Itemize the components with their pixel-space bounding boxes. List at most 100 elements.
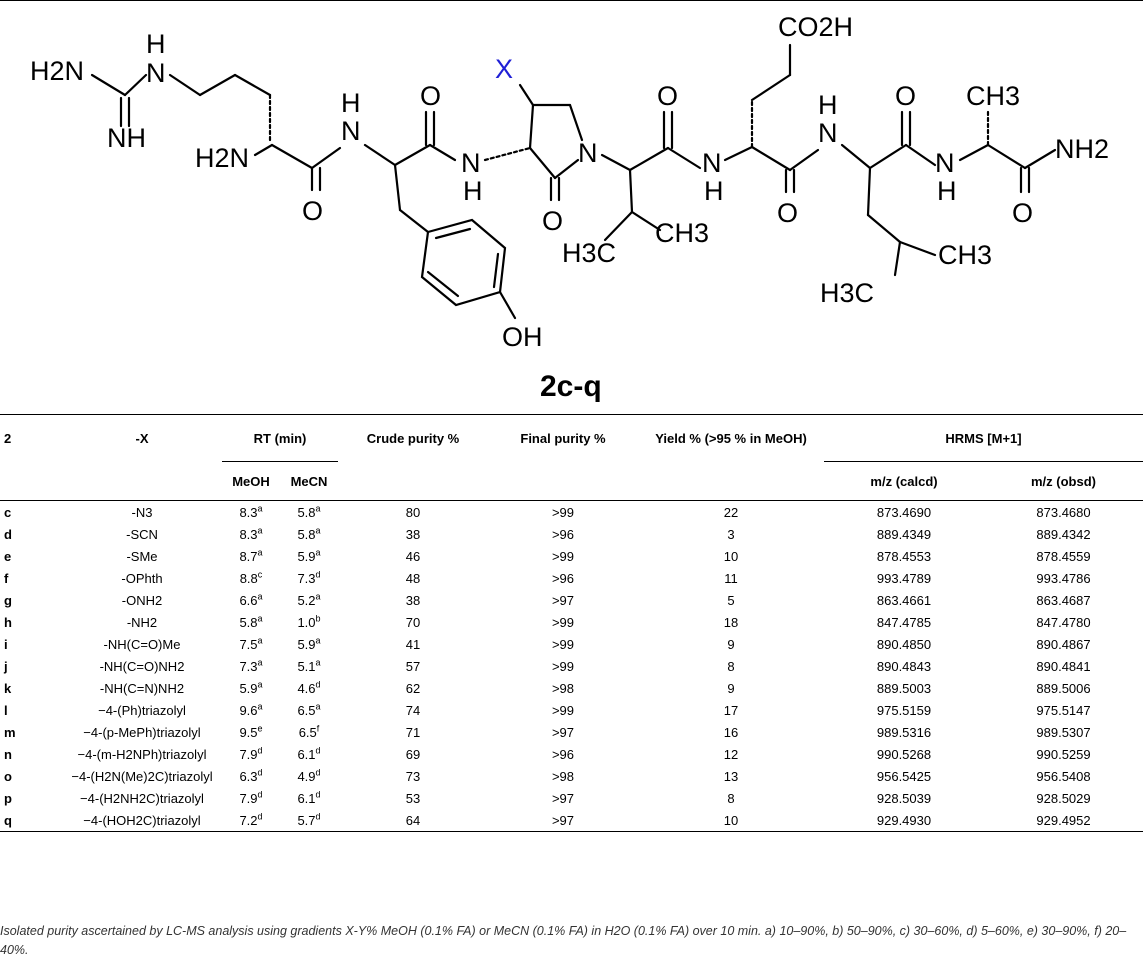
compound-id-cell-value: q [4, 812, 12, 828]
mz-obsd-cell: 993.4786 [984, 567, 1143, 589]
mz-obsd-cell-value: 990.5259 [1036, 746, 1091, 762]
mz-obsd-cell-value: 873.4680 [1036, 504, 1091, 520]
final-purity-cell: >99 [488, 501, 638, 524]
compound-id-cell: c [0, 501, 62, 524]
substituent-cell-value: -OPhth [121, 570, 163, 586]
amide-n1-label: N [341, 116, 361, 146]
compound-id-cell-value: m [4, 724, 16, 740]
compound-id-cell-value: o [4, 768, 12, 784]
compound-id-cell: p [0, 787, 62, 809]
footnote-marker: a [315, 701, 321, 712]
footnote-marker: a [257, 635, 263, 646]
crude-purity-cell-value: 80 [405, 504, 421, 520]
compound-id-cell-value: p [4, 790, 12, 806]
substituent-cell-value: -SMe [126, 548, 158, 564]
mz-calcd-cell: 847.4785 [824, 611, 984, 633]
mz-obsd-cell: 890.4867 [984, 633, 1143, 655]
o1-label: O [302, 196, 323, 226]
final-purity-cell-value: >96 [551, 526, 575, 542]
mz-calcd-cell: 989.5316 [824, 721, 984, 743]
mz-obsd-cell-value: 928.5029 [1036, 790, 1091, 806]
compound-id-cell: m [0, 721, 62, 743]
compound-id-cell: h [0, 611, 62, 633]
yield-cell: 11 [638, 567, 824, 589]
footnote-marker: a [257, 525, 263, 536]
final-purity-cell: >97 [488, 589, 638, 611]
top-rule [0, 0, 1143, 1]
amide-h3-label: H [704, 176, 724, 206]
chemical-structure: H2N N H NH H2N O N H O OH N H X N O [30, 12, 1109, 403]
results-table-wrapper: 2 -X RT (min) Crude purity % Final purit… [0, 414, 1143, 832]
compound-id-cell: g [0, 589, 62, 611]
compound-id-cell-value: c [4, 504, 12, 520]
yield-cell: 13 [638, 765, 824, 787]
substituent-cell-value: −4-(HOH2C)triazolyl [83, 812, 201, 828]
rt-meoh-cell-value: 6.6 [239, 592, 258, 608]
mz-calcd-cell-value: 889.5003 [876, 680, 932, 696]
crude-purity-cell-value: 41 [405, 636, 421, 652]
rt-mecn-cell-value: 6.1 [297, 746, 316, 762]
crude-purity-cell-value: 46 [405, 548, 421, 564]
mz-calcd-cell: 890.4843 [824, 655, 984, 677]
mz-calcd-cell: 928.5039 [824, 787, 984, 809]
mz-obsd-cell-value: 863.4687 [1036, 592, 1091, 608]
yield-cell: 10 [638, 545, 824, 567]
crude-purity-cell-value: 64 [405, 812, 421, 828]
compound-id-cell-value: g [4, 592, 12, 608]
final-purity-cell: >97 [488, 809, 638, 832]
mz-calcd-cell-value: 929.4930 [876, 812, 932, 828]
mz-calcd-cell: 975.5159 [824, 699, 984, 721]
footnote-marker: d [257, 767, 263, 778]
h-guanidine-top-label: H [146, 29, 166, 59]
substituent-cell: -SCN [62, 523, 222, 545]
compound-id-cell-value: d [4, 526, 12, 542]
yield-cell: 22 [638, 501, 824, 524]
footnote-marker: c [257, 569, 263, 580]
rt-mecn-cell: 4.9d [280, 765, 338, 787]
rt-meoh-cell-value: 7.2 [239, 812, 258, 828]
mz-calcd-cell: 990.5268 [824, 743, 984, 765]
mz-calcd-cell-value: 873.4690 [876, 504, 932, 520]
compound-id-cell: k [0, 677, 62, 699]
crude-purity-cell: 46 [338, 545, 488, 567]
compound-id-cell-value: l [4, 702, 8, 718]
final-purity-cell-value: >97 [551, 790, 575, 806]
col-header-rt-meoh: MeOH [222, 461, 280, 501]
compound-id-cell-value: f [4, 570, 9, 586]
o5-label: O [895, 81, 916, 111]
compound-id-cell-value: i [4, 636, 8, 652]
mz-calcd-cell-value: 878.4553 [876, 548, 932, 564]
rt-meoh-cell-value: 7.3 [239, 658, 258, 674]
yield-cell: 12 [638, 743, 824, 765]
final-purity-cell: >96 [488, 523, 638, 545]
mz-obsd-cell: 889.4342 [984, 523, 1143, 545]
h3c-val-label: H3C [562, 238, 616, 268]
substituent-cell: -ONH2 [62, 589, 222, 611]
crude-purity-cell: 57 [338, 655, 488, 677]
crude-purity-cell: 41 [338, 633, 488, 655]
final-purity-cell: >99 [488, 611, 638, 633]
rt-mecn-cell-value: 6.1 [297, 790, 316, 806]
mz-calcd-cell: 873.4690 [824, 501, 984, 524]
compound-id-cell: d [0, 523, 62, 545]
yield-cell-value: 3 [727, 526, 735, 542]
footnote-marker: f [316, 723, 320, 734]
footnote-marker: d [315, 811, 321, 822]
final-purity-cell: >98 [488, 765, 638, 787]
o4-label: O [777, 198, 798, 228]
compound-id-cell: l [0, 699, 62, 721]
rt-meoh-cell: 7.9d [222, 743, 280, 765]
crude-purity-cell: 62 [338, 677, 488, 699]
final-purity-cell: >99 [488, 655, 638, 677]
rt-mecn-cell: 7.3d [280, 567, 338, 589]
mz-calcd-cell-value: 889.4349 [876, 526, 932, 542]
yield-cell-value: 13 [723, 768, 739, 784]
mz-obsd-cell-value: 890.4867 [1036, 636, 1091, 652]
mz-obsd-cell-value: 929.4952 [1036, 812, 1091, 828]
